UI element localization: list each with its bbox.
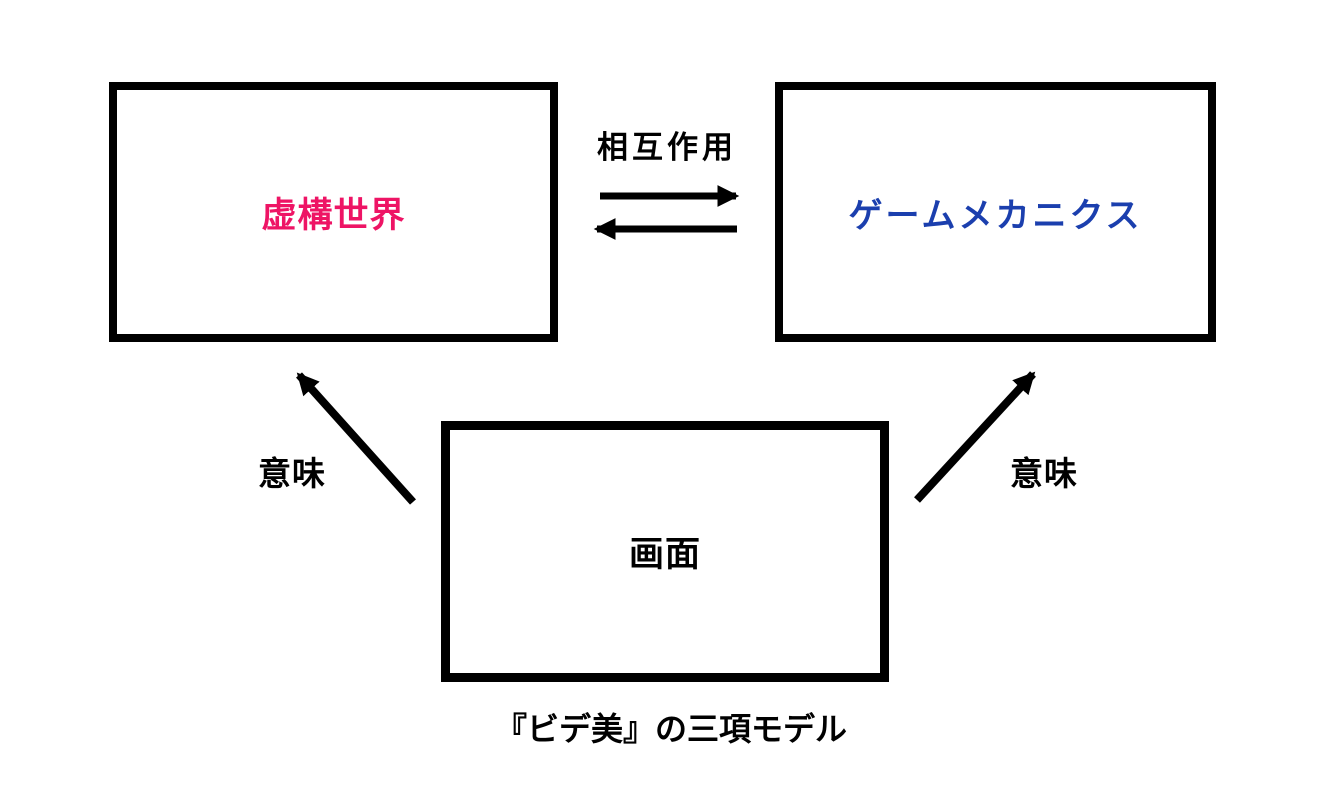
node-screen: 画面 bbox=[441, 421, 889, 682]
game-mechanics-label: ゲームメカニクス bbox=[848, 196, 1143, 235]
interaction-label: 相互作用 bbox=[597, 130, 737, 165]
diagram-caption: 『ビデ美』の三項モデル bbox=[494, 711, 848, 747]
meaning-label-right: 意味 bbox=[1010, 455, 1078, 492]
meaning-label-left: 意味 bbox=[258, 455, 326, 492]
fictional-world-label: 虚構世界 bbox=[261, 195, 406, 235]
node-game-mechanics: ゲームメカニクス bbox=[775, 82, 1216, 342]
meaning-arrow-right-icon bbox=[914, 371, 1036, 503]
node-fictional-world: 虚構世界 bbox=[109, 82, 558, 342]
meaning-arrow-left-icon bbox=[296, 372, 416, 505]
screen-label: 画面 bbox=[628, 535, 701, 574]
